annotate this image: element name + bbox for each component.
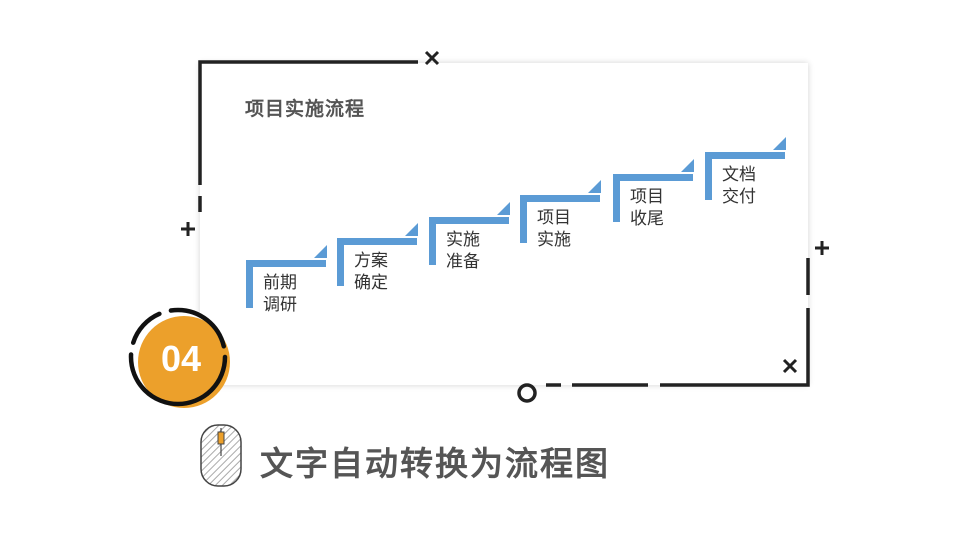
step-label: 收尾: [630, 209, 664, 229]
diagram-card: [200, 63, 808, 385]
number-badge: [138, 316, 230, 408]
step-label: 文档: [722, 165, 756, 185]
flow-step: 实施准备: [429, 202, 513, 272]
step-label: 方案: [354, 251, 388, 271]
step-label: 调研: [263, 295, 297, 315]
step-label: 交付: [722, 187, 756, 207]
step-label: 项目: [630, 187, 664, 207]
step-label: 实施: [446, 230, 480, 250]
step-label: 确定: [354, 273, 388, 293]
flow-step: 项目收尾: [613, 159, 697, 229]
flow-step: 项目实施: [520, 180, 604, 250]
flow-step: 前期调研: [246, 245, 330, 315]
step-label: 准备: [446, 252, 480, 272]
close-icon: [424, 50, 798, 374]
section-heading: 文字自动转换为流程图: [260, 444, 610, 483]
flow-step: 文档交付: [705, 137, 789, 207]
step-label: 前期: [263, 273, 297, 293]
diagram-title: 项目实施流程: [245, 98, 366, 120]
badge-number: 04: [160, 338, 202, 379]
step-label: 项目: [537, 208, 571, 228]
flow-step: 方案确定: [337, 223, 421, 293]
plus-icon: [181, 222, 829, 255]
step-label: 实施: [537, 230, 571, 250]
